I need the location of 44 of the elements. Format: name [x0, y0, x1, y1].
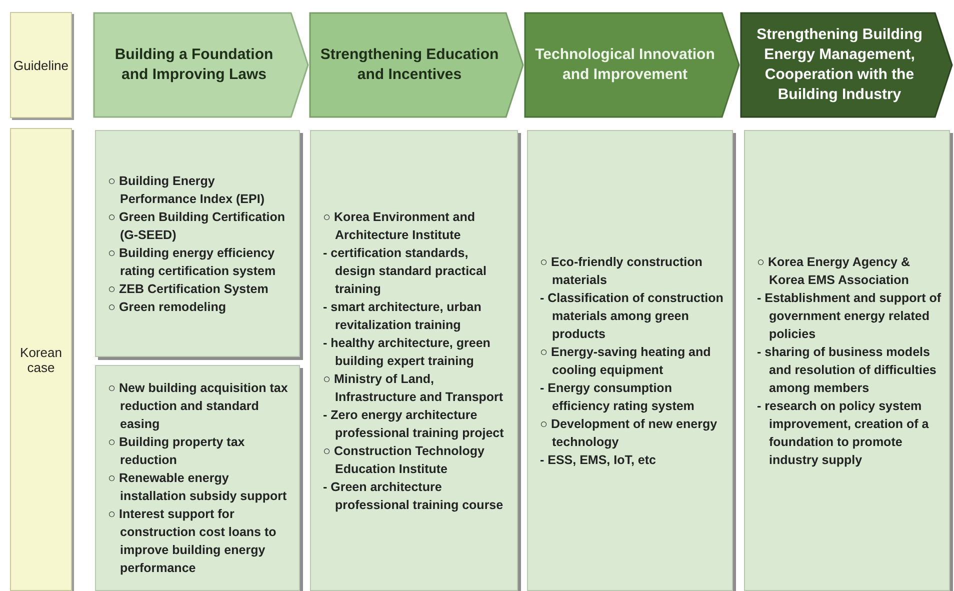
- list-item: ○ Green remodeling: [107, 298, 227, 316]
- row-header-box: [10, 128, 72, 591]
- chevron-banner: [309, 12, 524, 118]
- list-item: - Classification of construction materials among green products: [539, 290, 724, 342]
- list-item: ○ Green Building Certification (G-SEED): [107, 208, 286, 244]
- list-item: ○ Construction Technology Education Institute: [322, 442, 486, 478]
- chevron-banner: [740, 12, 953, 118]
- list-item: - sharing of business models and resolution of difficulties among members: [756, 344, 938, 396]
- list-item: ○ Building energy efficiency rating certification system: [107, 244, 277, 280]
- list-item: - healthy architecture, green building expert training: [322, 334, 492, 370]
- list-item: ○ Building property tax reduction: [107, 434, 246, 469]
- list-item: - research on policy system improvement, creation of a foundation to promote industry supply: [756, 398, 930, 468]
- content-panel: [744, 130, 950, 591]
- list-item: ○ Eco-friendly construction materials: [539, 254, 704, 288]
- column-heading: Technological Innovation and Improvement: [534, 45, 716, 85]
- list-item: - Zero energy architecture professional training project: [322, 406, 505, 442]
- list-item: - smart architecture, urban revitalization training: [322, 298, 482, 334]
- list-item: - certification standards, design standard practical training: [322, 244, 488, 298]
- content-panel: [95, 130, 300, 357]
- chevron-banner: [524, 12, 740, 118]
- list-item: ○ Korea Energy Agency & Korea EMS Association: [756, 254, 911, 288]
- column-heading: Building a Foundation and Improving Laws: [114, 45, 274, 85]
- list-item: - ESS, EMS, IoT, etc: [539, 452, 657, 468]
- chevron-banner: [93, 12, 309, 118]
- list-item: ○ Korea Environment and Architecture Institute: [322, 208, 476, 244]
- list-item: ○ Renewable energy installation subsidy support: [107, 470, 288, 505]
- list-item: - Energy consumption efficiency rating system: [539, 380, 696, 414]
- content-panel: [310, 130, 518, 591]
- list-item: ○ Building Energy Performance Index (EPI): [107, 172, 266, 208]
- list-item: ○ Interest support for construction cost loans to improve building energy performance: [107, 506, 278, 577]
- row-header: Guideline: [14, 58, 68, 72]
- list-item: ○ Energy-saving heating and cooling equipment: [539, 344, 712, 378]
- list-item: - Establishment and support of government energy related policies: [756, 290, 942, 342]
- list-item: ○ Development of new energy technology: [539, 416, 718, 450]
- list-item: ○ Ministry of Land, Infrastructure and Transport: [322, 370, 504, 406]
- column-heading: Strengthening Building Energy Management, Cooperation with the Building Industry: [756, 25, 924, 105]
- row-header-box: [10, 12, 72, 118]
- list-item: ○ New building acquisition tax reduction and standard easing: [107, 380, 289, 433]
- content-panel: [95, 365, 300, 591]
- column-heading: Strengthening Education and Incentives: [319, 45, 500, 85]
- content-panel: [527, 130, 733, 591]
- list-item: - Green architecture professional training course: [322, 478, 504, 514]
- list-item: ○ ZEB Certification System: [107, 280, 270, 298]
- row-header: Korean case: [19, 344, 63, 374]
